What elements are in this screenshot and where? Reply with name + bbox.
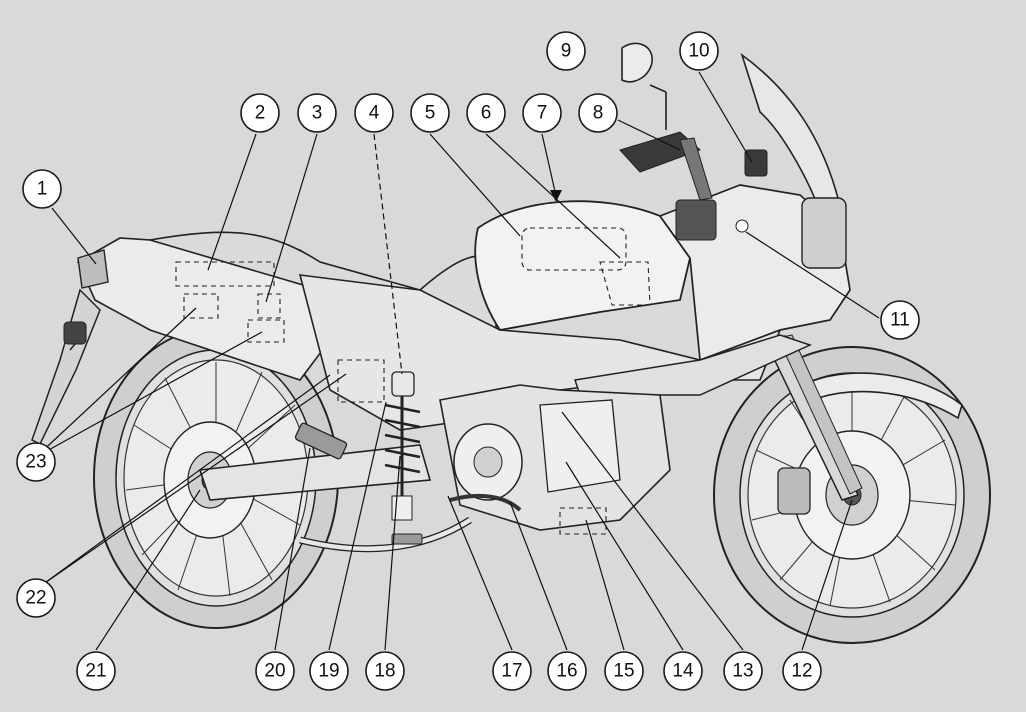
callout-21-label: 21 <box>85 661 106 682</box>
callout-15: 15 <box>604 651 644 691</box>
callout-12-label: 12 <box>791 661 812 682</box>
callout-7: 7 <box>522 93 562 133</box>
radiator-side <box>539 399 621 493</box>
callout-4-label: 4 <box>369 103 380 124</box>
tail-label-area-4 <box>247 319 285 343</box>
callout-7-label: 7 <box>537 103 548 124</box>
tank-inner-panel <box>521 227 627 271</box>
tank-fuel-cap-area <box>599 261 651 306</box>
callout-14-label: 14 <box>672 661 694 682</box>
frame-label-area <box>337 359 385 403</box>
callout-16: 16 <box>547 651 587 691</box>
callout-8-label: 8 <box>593 103 604 124</box>
callout-3-label: 3 <box>312 103 323 124</box>
callout-21: 21 <box>76 651 116 691</box>
callout-23-label: 23 <box>25 452 46 473</box>
callout-8: 8 <box>578 93 618 133</box>
callout-4: 4 <box>354 93 394 133</box>
callout-10: 10 <box>679 31 719 71</box>
callout-13: 13 <box>723 651 763 691</box>
tail-label-area-2 <box>183 293 219 319</box>
callout-1: 1 <box>22 169 62 209</box>
callout-11: 11 <box>880 300 920 340</box>
rider-footpeg <box>391 533 423 545</box>
callout-13-label: 13 <box>732 661 753 682</box>
callout-18: 18 <box>365 651 405 691</box>
fairing-headlight <box>801 197 847 269</box>
fairing-vent <box>735 219 749 233</box>
mirror <box>621 42 653 83</box>
tail-light <box>77 249 109 289</box>
leader-lines <box>35 71 880 651</box>
callout-6-label: 6 <box>481 103 492 124</box>
callout-5-label: 5 <box>425 103 436 124</box>
callout-12: 12 <box>782 651 822 691</box>
callout-17: 17 <box>492 651 532 691</box>
callout-5: 5 <box>410 93 450 133</box>
callout-20-label: 20 <box>264 661 285 682</box>
front-brake-caliper <box>777 467 811 515</box>
callout-10-label: 10 <box>688 41 709 62</box>
callout-22-label: 22 <box>25 588 46 609</box>
callout-2: 2 <box>240 93 280 133</box>
front-fork <box>763 334 863 501</box>
callout-9-label: 9 <box>561 41 572 62</box>
callout-19-label: 19 <box>318 661 339 682</box>
engine-label-area <box>559 507 607 535</box>
handlebar-assembly <box>619 84 717 241</box>
callout-22: 22 <box>16 578 56 618</box>
callout-16-label: 16 <box>556 661 577 682</box>
callout-1-label: 1 <box>37 179 48 200</box>
rear-turn-signal <box>63 321 87 345</box>
callout-2-label: 2 <box>255 103 266 124</box>
callout-19: 19 <box>309 651 349 691</box>
front-fender <box>808 372 963 420</box>
callout-17-label: 17 <box>501 661 522 682</box>
handguard-indicator <box>744 149 768 177</box>
callout-20: 20 <box>255 651 295 691</box>
callout-15-label: 15 <box>613 661 634 682</box>
passenger-footpeg <box>294 422 348 460</box>
callout-14: 14 <box>663 651 703 691</box>
callout-3: 3 <box>297 93 337 133</box>
callout-23: 23 <box>16 442 56 482</box>
callout-6: 6 <box>466 93 506 133</box>
rear-shock <box>384 371 421 521</box>
drain-hose <box>449 493 522 512</box>
callout-9: 9 <box>546 31 586 71</box>
callout-11-label: 11 <box>890 310 910 331</box>
callout-18-label: 18 <box>374 661 395 682</box>
